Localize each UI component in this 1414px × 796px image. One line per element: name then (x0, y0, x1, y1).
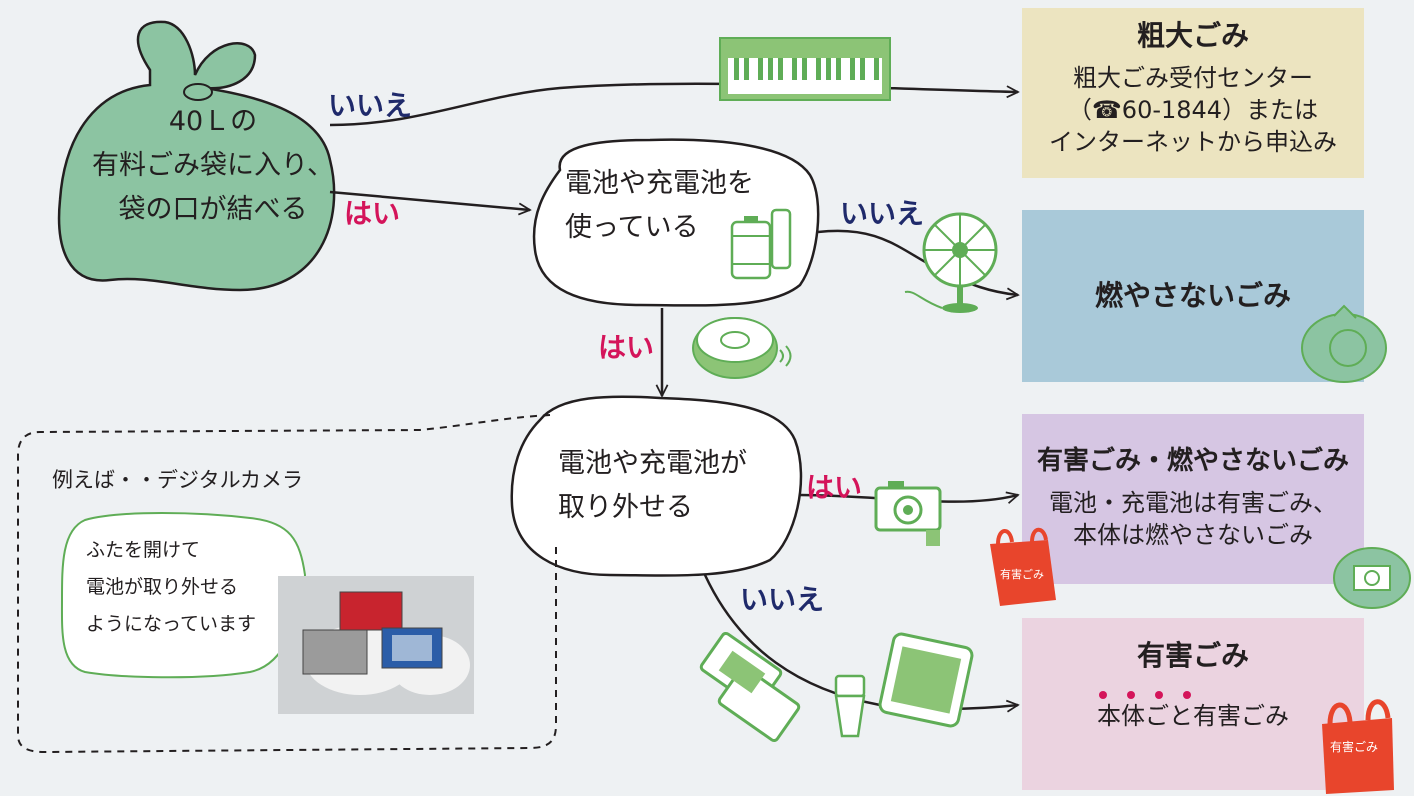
emphasis-dots (1099, 691, 1191, 699)
start-line-1: 40Ｌの (168, 106, 258, 137)
outcome-hazardous-title: 有害ごみ (1136, 639, 1249, 672)
red-bag-hazardous-label: 有害ごみ (1330, 740, 1379, 754)
arrow-start-yes (329, 190, 530, 210)
red-bag-label: 有害ごみ (1000, 568, 1044, 581)
outcome-hazardous-noncombustible-line-1: 電池・充電池は有害ごみ、 (1049, 489, 1337, 517)
outcome-oversized-box (1022, 8, 1364, 178)
example-speech-bubble (60, 512, 307, 679)
outcome-oversized-title: 粗大ごみ (1136, 19, 1249, 52)
example-bubble-text: ふたを開けて 電池が取り外せる ようになっています (86, 532, 256, 643)
outcome-hazardous: 有害ごみ 本体ごと有害ごみ (1022, 634, 1364, 732)
outcome-hazardous-noncombustible-box (1022, 414, 1364, 584)
label-no-hazardous: いいえ (740, 583, 825, 616)
start-line-3: 袋の口が結べる (118, 194, 308, 225)
question-removable-line-1: 電池や充電池が (558, 448, 747, 479)
arrow-removable-no (703, 574, 1018, 709)
green-bag-camera-icon (1333, 547, 1411, 609)
tablet-icon (878, 632, 974, 728)
example-dashed-frame (17, 414, 557, 754)
red-bag-hazardous-icon (1322, 699, 1394, 794)
camera-photo (278, 576, 474, 714)
question-battery-text: 電池や充電池を 使っている (565, 162, 754, 250)
start-node-text: 40Ｌの 有料ごみ袋に入り、 袋の口が結べる (78, 100, 348, 232)
label-yes-hazardous-noncombustible: はい (806, 471, 863, 504)
battery-icon (730, 208, 792, 280)
keyboard-icon (719, 37, 891, 101)
example-heading: 例えば・・デジタルカメラ (52, 468, 303, 492)
outcome-oversized-line-3: インターネットから申込み (1049, 128, 1337, 156)
outcome-oversized-line-2: （☎60-1844）または (1067, 96, 1319, 124)
bubble-line-2: 電池が取り外せる (86, 576, 239, 598)
outcome-hazardous-box (1022, 618, 1364, 790)
arrow-start-no (329, 82, 1018, 127)
electric-fan-icon (904, 212, 998, 313)
outcome-hazardous-noncombustible-line-2: 本体は燃やさないごみ (1073, 521, 1313, 549)
start-bag-shape (57, 20, 336, 292)
outcome-noncombustible-title: 燃やさないごみ (1094, 279, 1291, 312)
question-battery-line-1: 電池や充電池を (565, 168, 754, 199)
outcome-oversized: 粗大ごみ 粗大ごみ受付センター （☎60-1844）または インターネットから申… (1022, 14, 1364, 158)
question-removable-shape (510, 395, 803, 577)
shaver-icon (834, 674, 866, 738)
red-bag-icon (990, 527, 1056, 606)
outcome-hazardous-line: 本体ごと有害ごみ (1097, 702, 1289, 730)
bubble-line-3: ようになっています (86, 613, 257, 635)
outcome-noncombustible: 燃やさないごみ (1022, 274, 1364, 314)
start-line-2: 有料ごみ袋に入り、 (92, 150, 334, 181)
outcome-hazardous-noncombustible-title: 有害ごみ・燃やさないごみ (1036, 446, 1349, 476)
robot-vacuum-icon (692, 317, 792, 379)
outcome-oversized-line-1: 粗大ごみ受付センター (1073, 64, 1313, 92)
label-yes-removable: はい (598, 331, 655, 364)
game-console-icon (699, 631, 801, 743)
green-bag-fan-icon (1301, 304, 1387, 383)
label-no-noncombustible: いいえ (840, 197, 925, 230)
question-removable-line-2: 取り外せる (558, 492, 693, 523)
question-removable-text: 電池や充電池が 取り外せる (558, 442, 747, 530)
camera-icon (874, 481, 942, 546)
label-no-oversized: いいえ (328, 89, 413, 122)
outcome-hazardous-noncombustible: 有害ごみ・燃やさないごみ 電池・充電池は有害ごみ、 本体は燃やさないごみ (1022, 440, 1364, 551)
bubble-line-1: ふたを開けて (86, 539, 201, 561)
label-yes-battery: はい (344, 197, 401, 230)
question-battery-line-2: 使っている (565, 212, 699, 243)
